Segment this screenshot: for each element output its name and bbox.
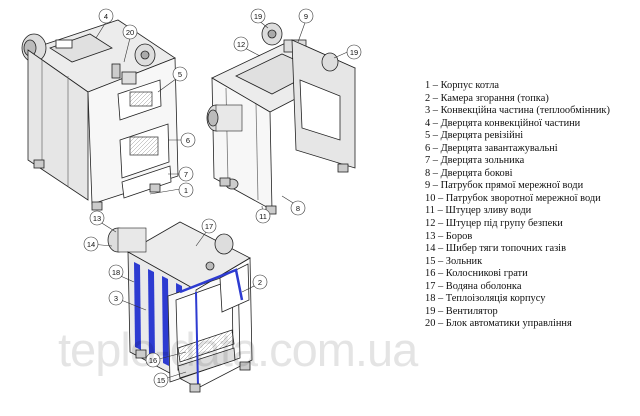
callout-label: 11	[259, 212, 267, 221]
callout-label: 1	[184, 186, 188, 195]
callout-label: 7	[184, 170, 188, 179]
callout-label: 9	[304, 12, 308, 21]
legend-item: 19 – Вентилятор	[425, 305, 498, 317]
legend-item: 13 – Боров	[425, 230, 473, 242]
callout-label: 16	[149, 356, 157, 365]
callout-label: 12	[237, 40, 245, 49]
callout-label: 14	[87, 240, 95, 249]
callout-label: 18	[112, 268, 120, 277]
parts-legend: 1 – Корпус котла 2 – Камера згорання (то…	[425, 80, 637, 331]
callout-label: 19	[254, 12, 262, 21]
rear-view-callout-labels: 19 9 12 19 8 11	[237, 12, 358, 221]
legend-item: 10 – Патрубок зворотної мережної води	[425, 192, 601, 204]
callout-label: 6	[186, 136, 190, 145]
legend-item: 6 – Дверцята завантажувальні	[425, 142, 558, 154]
legend-item: 8 – Дверцята бокові	[425, 167, 513, 179]
legend-item: 15 – Зольник	[425, 255, 483, 267]
rear-view-boiler	[206, 22, 356, 215]
callout-label: 17	[205, 222, 213, 231]
section-view-callout-labels: 13 14 18 3 17 2 16 15	[87, 214, 262, 385]
watermark: teplo-data.com.ua	[58, 323, 418, 376]
front-view-callouts	[95, 8, 196, 198]
legend-item: 2 – Камера згорання (топка)	[425, 92, 549, 104]
callout-label: 19	[350, 48, 358, 57]
legend-item: 12 – Штуцер під групу безпеки	[425, 218, 563, 230]
legend-item: 11 – Штуцер зливу води	[425, 205, 532, 217]
section-view-callouts	[83, 210, 268, 388]
legend-item: 7 – Дверцята зольника	[425, 155, 525, 167]
callout-label: 15	[157, 376, 165, 385]
callout-label: 13	[93, 214, 101, 223]
legend-item: 17 – Водяна оболонка	[425, 280, 522, 292]
legend-item: 1 – Корпус котла	[425, 80, 500, 91]
legend-item: 3 – Конвекційна частина (теплообмінник)	[425, 105, 610, 117]
callout-label: 4	[104, 12, 108, 21]
legend-item: 9 – Патрубок прямої мережної води	[425, 180, 584, 192]
legend-item: 18 – Теплоізоляція корпусу	[425, 293, 546, 305]
legend-item: 5 – Дверцята ревізійні	[425, 130, 524, 142]
front-view-callout-labels: 4 20 5 6 7 1	[104, 12, 190, 195]
callout-label: 5	[178, 70, 182, 79]
callout-label: 3	[114, 294, 118, 303]
callout-label: 8	[296, 204, 300, 213]
callout-label: 2	[258, 278, 262, 287]
legend-item: 14 – Шибер тяги топочних газів	[425, 243, 566, 255]
legend-item: 4 – Дверцята конвекційної частини	[425, 117, 581, 129]
callout-label: 20	[126, 28, 134, 37]
front-view-boiler	[21, 19, 179, 211]
legend-item: 16 – Колосникові грати	[425, 268, 528, 280]
rear-view-callouts	[233, 8, 362, 224]
legend-item: 20 – Блок автоматики управління	[425, 318, 572, 330]
